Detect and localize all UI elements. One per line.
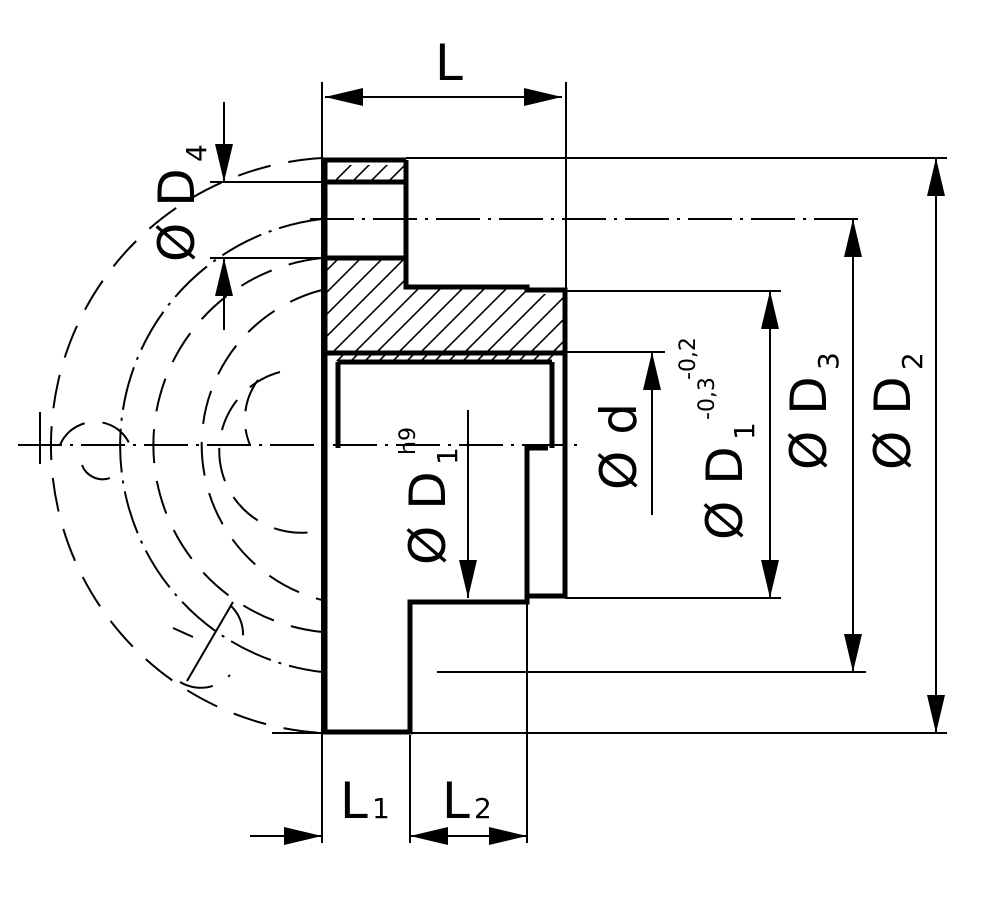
label-l2: L 2 bbox=[442, 772, 492, 830]
svg-text:2: 2 bbox=[474, 792, 492, 825]
label-d1-h9: Ø D 1 h9 bbox=[396, 427, 464, 565]
hatch-line bbox=[336, 165, 353, 182]
hatch-line bbox=[325, 258, 365, 353]
svg-text:Ø d: Ø d bbox=[590, 403, 648, 490]
svg-text:1: 1 bbox=[431, 447, 464, 465]
hatch-line bbox=[402, 353, 419, 362]
label-d4: Ø D 4 bbox=[148, 144, 213, 262]
hatch-line bbox=[504, 258, 565, 353]
hatch-line bbox=[372, 258, 475, 353]
hatch-line bbox=[458, 353, 475, 362]
dimension-labels: L L 1 L 2 Ø D 4 Ø D 1 h9 Ø d -0,2 Ø D 1 … bbox=[148, 34, 929, 830]
phantom-outline bbox=[49, 157, 323, 734]
label-l: L bbox=[435, 34, 463, 92]
extension-lines bbox=[210, 82, 947, 843]
hatch-line bbox=[571, 255, 672, 356]
hatch-line bbox=[526, 258, 565, 353]
hatch-line bbox=[328, 258, 431, 353]
svg-text:Ø D: Ø D bbox=[864, 376, 922, 470]
svg-text:-0,2: -0,2 bbox=[676, 337, 701, 380]
hatch-line bbox=[350, 258, 453, 353]
svg-text:4: 4 bbox=[180, 144, 213, 162]
svg-text:2: 2 bbox=[896, 352, 929, 370]
center-lines bbox=[18, 218, 866, 464]
hatch-line bbox=[346, 353, 363, 362]
label-d: Ø d -0,2 bbox=[590, 337, 701, 490]
hatch-line bbox=[542, 353, 559, 362]
hatch-line bbox=[528, 353, 545, 362]
svg-text:L: L bbox=[442, 772, 470, 830]
svg-text:-0,3: -0,3 bbox=[695, 377, 720, 420]
svg-text:3: 3 bbox=[812, 352, 845, 370]
svg-text:1: 1 bbox=[728, 422, 761, 440]
hatch-line bbox=[472, 353, 489, 362]
dimension-lines bbox=[215, 88, 945, 845]
hatch-line bbox=[416, 353, 433, 362]
hatch-line bbox=[305, 350, 320, 365]
hatch-line bbox=[360, 353, 377, 362]
hatch-line bbox=[332, 353, 349, 362]
hatch-line bbox=[482, 258, 565, 353]
hatch-line bbox=[444, 353, 461, 362]
hatch-line bbox=[430, 353, 447, 362]
label-d2: Ø D 2 bbox=[864, 352, 929, 470]
svg-text:Ø D: Ø D bbox=[780, 376, 838, 470]
label-d3: Ø D 3 bbox=[780, 352, 845, 470]
svg-text:h9: h9 bbox=[396, 427, 421, 455]
hatch-line bbox=[394, 258, 497, 353]
svg-text:L: L bbox=[340, 772, 368, 830]
hatch-line bbox=[438, 258, 541, 353]
svg-text:Ø D: Ø D bbox=[399, 471, 457, 565]
hatch-line bbox=[388, 353, 405, 362]
hatch-line bbox=[325, 258, 387, 353]
label-l1: L 1 bbox=[340, 772, 390, 830]
hatch-line bbox=[486, 353, 503, 362]
svg-text:1: 1 bbox=[372, 792, 390, 825]
hatch-line bbox=[460, 258, 563, 353]
part-outline bbox=[322, 157, 568, 735]
svg-text:Ø D: Ø D bbox=[696, 446, 754, 540]
hatch-line bbox=[374, 353, 391, 362]
hatch-line bbox=[514, 353, 531, 362]
hatch-line bbox=[416, 258, 519, 353]
hatch-line bbox=[325, 258, 409, 353]
svg-text:Ø D: Ø D bbox=[148, 168, 206, 262]
hatch-line bbox=[421, 160, 446, 185]
hatch-line bbox=[659, 255, 760, 356]
label-d1-tolerance: Ø D 1 -0,3 bbox=[695, 377, 761, 540]
hatch-line bbox=[500, 353, 517, 362]
hatch-line bbox=[219, 255, 320, 356]
